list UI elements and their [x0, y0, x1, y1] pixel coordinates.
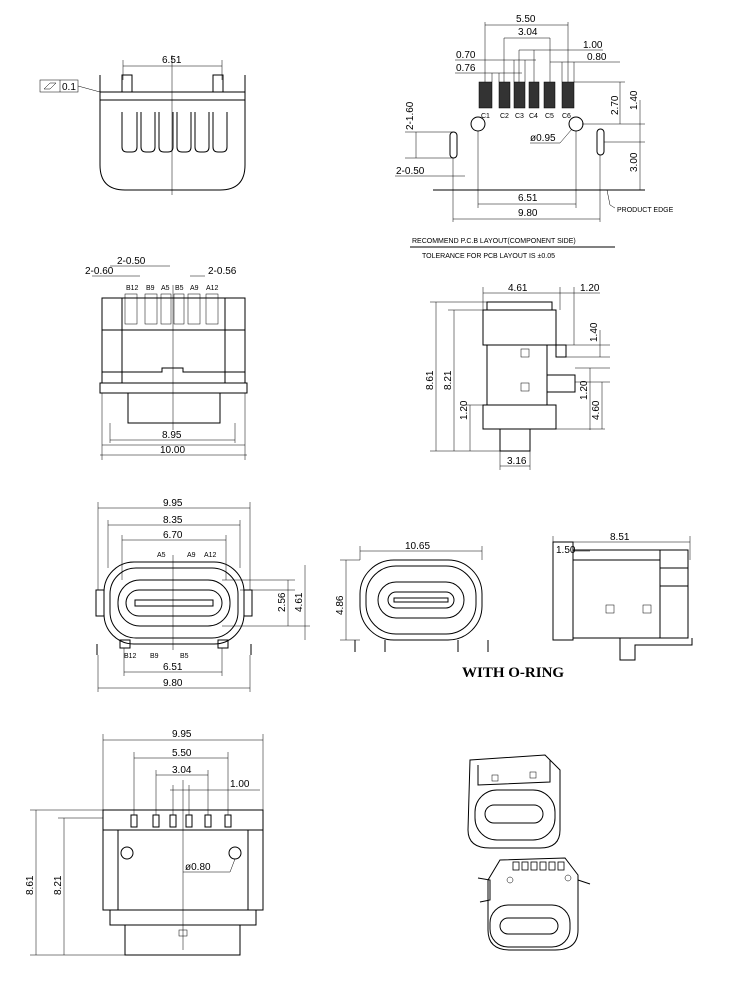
pin-label: B9: [150, 653, 159, 660]
pin-label: B12: [126, 285, 139, 292]
dim-label: 2-0.60: [85, 266, 114, 277]
dim-label: 0.80: [587, 52, 607, 63]
pin-label: C1: [481, 113, 490, 120]
dim-label: 4.61: [294, 592, 305, 612]
dim-label: 8.51: [610, 532, 630, 543]
dim-label: 2-0.50: [117, 256, 146, 267]
dim-label: 8.61: [25, 875, 36, 895]
oring-side-view: 8.51 1.50: [552, 532, 693, 661]
side-view: 4.61 1.20 8.61 8.21 1.20 1.40 1.20 4.60 …: [425, 283, 610, 470]
dim-label: 6.51: [518, 193, 538, 204]
dim-label: 6.51: [163, 662, 183, 673]
dim-label: 1.00: [583, 40, 603, 51]
pcb-layout-view: C1 C2 C3 C4 C5 C6 5.50 3.04 1.00 0.70 0.…: [395, 14, 674, 260]
dim-label: 8.35: [163, 515, 183, 526]
dim-label: 4.60: [591, 400, 602, 420]
dim-label: 10.65: [405, 541, 430, 552]
dim-width: 6.51: [162, 55, 182, 66]
dim-label: 2-1.60: [405, 101, 416, 130]
mating-face-view: 9.95 8.35 6.70 A5 A9 A12 B12 B9 B5 2.56 …: [95, 498, 310, 692]
dim-label: 1.40: [589, 322, 600, 342]
dim-label: 1.20: [580, 283, 600, 294]
dim-label: 1.20: [459, 400, 470, 420]
dim-label: 3.04: [172, 765, 192, 776]
dim-label: 8.21: [443, 370, 454, 390]
isometric-view-front: [467, 754, 561, 849]
dim-label: 1.40: [629, 90, 640, 110]
layout-tolerance-note: TOLERANCE FOR PCB LAYOUT IS ±0.05: [422, 253, 555, 260]
pin-label: A12: [204, 552, 217, 559]
pin-label: B5: [180, 653, 189, 660]
dim-label: 2.56: [277, 592, 288, 612]
pin-label: C6: [562, 113, 571, 120]
dim-label: 5.50: [516, 14, 536, 25]
dim-label: 0.70: [456, 50, 476, 61]
dim-label: 9.80: [163, 678, 183, 689]
dim-label: 3.16: [507, 456, 527, 467]
dim-label: 3.00: [629, 152, 640, 172]
dim-label: 5.50: [172, 748, 192, 759]
pin-label: C5: [545, 113, 554, 120]
dim-label: 1.20: [579, 380, 590, 400]
pin-label: A9: [187, 552, 196, 559]
flatness-tolerance: 0.1: [62, 82, 76, 93]
oring-front-view: 10.65 4.86 WITH O-RING: [335, 541, 564, 681]
bottom-view: 9.95 5.50 3.04 1.00 8.61 8.21 ø0.80: [25, 729, 264, 956]
pin-label: C3: [515, 113, 524, 120]
dim-label: ø0.80: [185, 862, 211, 873]
pin-label: B12: [124, 653, 137, 660]
dim-label: 9.95: [172, 729, 192, 740]
dim-label: 4.86: [335, 595, 346, 615]
dim-label: 8.95: [162, 430, 182, 441]
dim-label: 8.21: [53, 875, 64, 895]
pin-label: A5: [161, 285, 170, 292]
dim-label: ø0.95: [530, 133, 556, 144]
dim-label: 10.00: [160, 445, 185, 456]
dim-label: 8.61: [425, 370, 436, 390]
dim-label: 2.70: [610, 95, 621, 115]
dim-label: 2-0.56: [208, 266, 237, 277]
pin-label: A12: [206, 285, 219, 292]
isometric-view-rear: [477, 857, 591, 951]
dim-label: 9.95: [163, 498, 183, 509]
dim-label: 1.00: [230, 779, 250, 790]
front-view: 6.51 0.1: [39, 55, 246, 195]
pin-label: B5: [175, 285, 184, 292]
product-edge-label: PRODUCT EDGE: [617, 207, 674, 214]
pin-label: A9: [190, 285, 199, 292]
dim-label: 6.70: [163, 530, 183, 541]
layout-title: RECOMMEND P.C.B LAYOUT(COMPONENT SIDE): [412, 238, 576, 245]
oring-caption: WITH O-RING: [462, 665, 564, 681]
pin-label: B9: [146, 285, 155, 292]
pin-label: C2: [500, 113, 509, 120]
pin-label: A5: [157, 552, 166, 559]
dim-label: 4.61: [508, 283, 528, 294]
dim-label: 1.50: [556, 545, 576, 556]
dim-label: 9.80: [518, 208, 538, 219]
dim-label: 3.04: [518, 27, 538, 38]
dim-label: 0.76: [456, 63, 476, 74]
top-view: 2-0.50 2-0.60 2-0.56 B12 B9 A5 B5 A9 A12…: [85, 256, 248, 460]
pin-label: C4: [529, 113, 538, 120]
dim-label: 2-0.50: [396, 166, 425, 177]
